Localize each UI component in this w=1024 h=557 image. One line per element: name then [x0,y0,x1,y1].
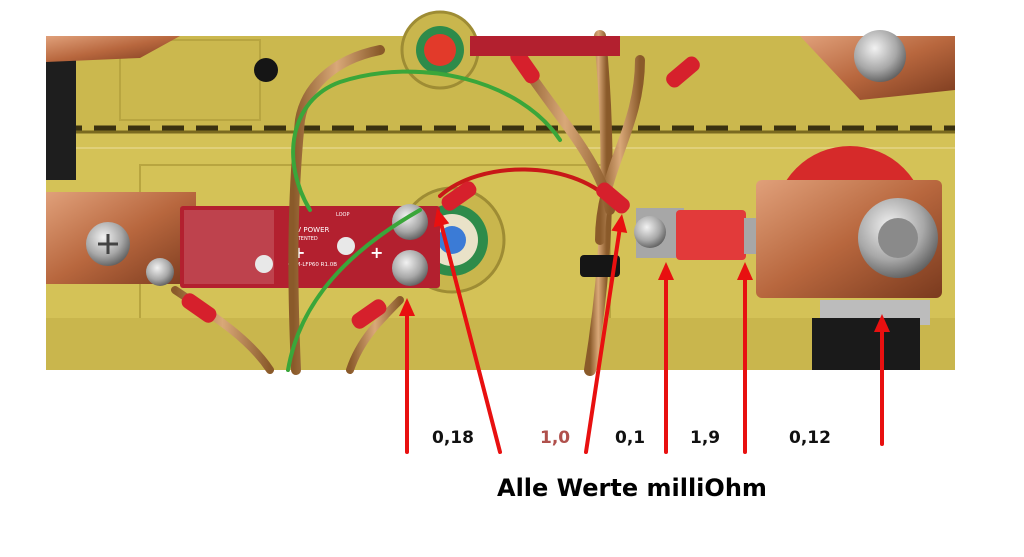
measurement-arrows [399,208,890,454]
shunt-resistor [676,210,746,260]
left-terminal-cap [46,50,76,180]
svg-text:+: + [370,243,383,262]
pcb-loop-label: LOOP [336,212,350,218]
ring-lugs [181,48,700,329]
value-label-1: 0,18 [432,428,474,448]
value-label-3: 0,1 [615,428,646,448]
value-label-2: 1,0 [540,428,571,448]
arrow-3 [584,225,622,454]
arrowhead-4 [658,262,674,280]
value-label-5: 0,12 [789,428,831,448]
pcb-bolt-lower [392,250,428,286]
pcb-bolt-upper [392,204,428,240]
arrowhead-6 [874,314,890,332]
arrow-2 [438,219,502,454]
pcb-label-3: CBM-LFP60 R1.0B [288,262,337,268]
top-left-busbar [46,36,180,62]
arrowhead-2 [433,208,450,228]
top-pcb [470,36,620,56]
arrowhead-3 [611,214,628,233]
pcb-bolt-left [146,258,174,286]
arrowhead-5 [737,262,753,280]
pcb-label-2: PATENTED [292,236,318,242]
cable-tie [254,58,278,82]
pcb-label-1: EV POWER [292,226,330,234]
caption: Alle Werte milliOhm [497,474,767,502]
arrowhead-1 [399,298,415,316]
value-label-4: 1,9 [690,428,721,448]
cable-clip [580,255,620,277]
main-cable [812,318,920,370]
